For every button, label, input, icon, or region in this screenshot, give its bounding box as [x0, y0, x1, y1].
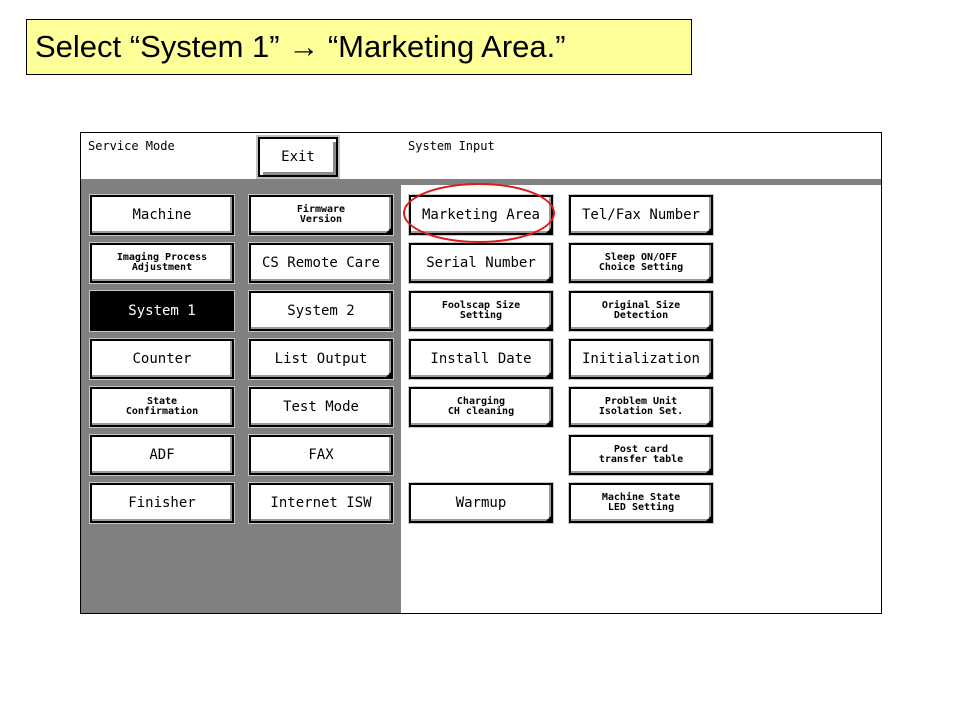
serial-number-button[interactable]: Serial Number [408, 242, 554, 284]
exit-button[interactable]: Exit [258, 137, 338, 177]
panel-header: Service Mode Exit System Input [81, 133, 881, 179]
left-menu-area: Machine Imaging Process Adjustment Syste… [81, 185, 401, 613]
problem-unit-isolation-set-button[interactable]: Problem Unit Isolation Set. [568, 386, 714, 428]
list-output-button[interactable]: List Output [248, 338, 394, 380]
tel-fax-number-button[interactable]: Tel/Fax Number [568, 194, 714, 236]
service-mode-panel: Service Mode Exit System Input Machine I… [80, 132, 882, 614]
system-1-button[interactable]: System 1 [89, 290, 235, 332]
imaging-process-adjustment-button[interactable]: Imaging Process Adjustment [89, 242, 235, 284]
charging-ch-cleaning-button[interactable]: Charging CH cleaning [408, 386, 554, 428]
firmware-version-button[interactable]: Firmware Version [248, 194, 394, 236]
adf-button[interactable]: ADF [89, 434, 235, 476]
warmup-button[interactable]: Warmup [408, 482, 554, 524]
post-card-transfer-table-button[interactable]: Post card transfer table [568, 434, 714, 476]
machine-state-led-setting-button[interactable]: Machine State LED Setting [568, 482, 714, 524]
counter-button[interactable]: Counter [89, 338, 235, 380]
instruction-caption: Select “System 1” → “Marketing Area.” [26, 19, 692, 75]
system-2-button[interactable]: System 2 [248, 290, 394, 332]
fax-button[interactable]: FAX [248, 434, 394, 476]
cs-remote-care-button[interactable]: CS Remote Care [248, 242, 394, 284]
install-date-button[interactable]: Install Date [408, 338, 554, 380]
sleep-on-off-choice-setting-button[interactable]: Sleep ON/OFF Choice Setting [568, 242, 714, 284]
marketing-area-button[interactable]: Marketing Area [408, 194, 554, 236]
initialization-button[interactable]: Initialization [568, 338, 714, 380]
machine-button[interactable]: Machine [89, 194, 235, 236]
finisher-button[interactable]: Finisher [89, 482, 235, 524]
test-mode-button[interactable]: Test Mode [248, 386, 394, 428]
original-size-detection-button[interactable]: Original Size Detection [568, 290, 714, 332]
system-input-area: Marketing Area Serial Number Foolscap Si… [401, 185, 881, 613]
header-divider [81, 179, 881, 185]
internet-isw-button[interactable]: Internet ISW [248, 482, 394, 524]
service-mode-label: Service Mode [88, 139, 175, 153]
state-confirmation-button[interactable]: State Confirmation [89, 386, 235, 428]
system-input-label: System Input [408, 139, 495, 153]
foolscap-size-setting-button[interactable]: Foolscap Size Setting [408, 290, 554, 332]
